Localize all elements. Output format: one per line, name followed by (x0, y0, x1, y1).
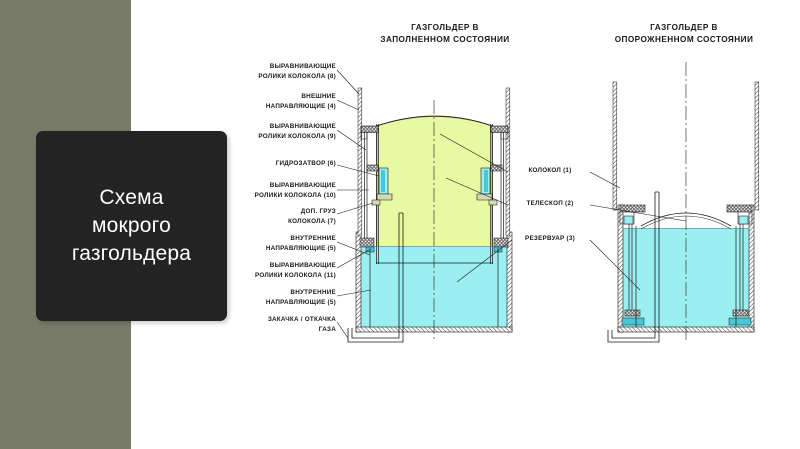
leader-res-left (456, 239, 513, 283)
collar-bracket-right-2 (726, 204, 753, 213)
roller-bracket-8-right (490, 125, 509, 133)
gas-volume (376, 116, 493, 264)
label-outer-guides-4: ВНЕШНИЕ НАПРАВЛЯЮЩИЕ (4) (265, 93, 336, 110)
leader-bell-right (589, 171, 621, 189)
label-inner-guides-5a: ВНУТРЕННИЕ НАПРАВЛЯЮЩИЕ (5) (265, 235, 336, 252)
seal-left-2 (623, 215, 634, 225)
outer-guide-right (505, 87, 511, 237)
leader-lines-left (336, 69, 380, 339)
telescope-cap-right (500, 126, 509, 140)
roller-foot-right-2 (728, 317, 752, 326)
leader-res-right (589, 239, 641, 291)
seal-right-2 (738, 215, 749, 225)
label-inner-guides-5b: ВНУТРЕННИЕ НАПРАВЛЯЮЩИЕ (5) (265, 289, 336, 306)
bell-weight-left (371, 199, 381, 206)
gas-pipe (351, 213, 400, 339)
label-telescope-2: ТЕЛЕСКОП (2) (526, 200, 574, 207)
water-volume-2 (623, 228, 750, 328)
gas-pipe-inner (347, 213, 404, 343)
diagram-emptied (607, 62, 760, 343)
leader-4 (336, 99, 360, 111)
leader-tel-right (589, 204, 687, 222)
page-title: Схема мокрого газгольдера (71, 186, 192, 265)
hydro-seal-right (476, 167, 493, 201)
leader-lines-center (439, 133, 687, 291)
gas-pipe-inner-2 (607, 192, 660, 343)
roller-foot-left-2 (621, 317, 645, 326)
telescope-cap-left (360, 126, 368, 140)
outer-guide-left (357, 87, 363, 237)
roller-bracket-8-left (360, 125, 379, 133)
label-leveling-rollers-9: ВЫРАВНИВАЮЩИЕ РОЛИКИ КОЛОКОЛА (9) (258, 123, 336, 140)
label-leveling-rollers-11: ВЫРАВНИВАЮЩИЕ РОЛИКИ КОЛОКОЛА (11) (255, 262, 336, 279)
label-gas-injection: ЗАКАЧКА / ОТКАЧКА ГАЗА (267, 316, 336, 333)
heading-emptied-state: ГАЗГОЛЬДЕР В ОПОРОЖНЕННОМ СОСТОЯНИИ (614, 23, 754, 45)
collar-bracket-left-2 (619, 204, 646, 213)
outer-guide-right-2 (754, 81, 760, 211)
label-leveling-rollers-10: ВЫРАВНИВАЮЩИЕ РОЛИКИ КОЛОКОЛА (10) (254, 182, 336, 199)
diagram-filled (347, 87, 513, 343)
heading-filled-state: ГАЗГОЛЬДЕР В ЗАПОЛНЕННОМ СОСТОЯНИИ (380, 23, 510, 45)
bell-dome (376, 115, 493, 127)
leader-9 (336, 129, 367, 151)
leader-gas (336, 321, 349, 339)
gas-pipe-2 (611, 192, 656, 339)
leader-tel-left (445, 177, 509, 206)
roller-block-left-2 (624, 309, 641, 317)
bell-weight-right (488, 199, 498, 206)
roller-bracket-9-right (490, 164, 503, 172)
label-extra-weight-7: ДОП. ГРУЗ КОЛОКОЛА (7) (288, 208, 336, 225)
label-hydro-seal-6: ГИДРОЗАТВОР (6) (275, 160, 336, 167)
leader-8 (336, 69, 360, 95)
outer-guide-left-2 (612, 81, 618, 211)
label-bell-1: КОЛОКОЛ (1) (528, 167, 572, 174)
leader-7 (336, 202, 374, 215)
label-leveling-rollers-8: ВЫРАВНИВАЮЩИЕ РОЛИКИ КОЛОКОЛА (8) (258, 63, 336, 80)
leader-5b (336, 289, 372, 297)
leader-bell-left (439, 133, 509, 173)
label-reservoir-3: РЕЗЕРВУАР (3) (525, 235, 575, 242)
roller-block-right-2 (732, 309, 749, 317)
title-card: Схема мокрого газгольдера (36, 131, 227, 321)
leader-6 (336, 164, 380, 177)
leader-11 (336, 249, 370, 269)
roller-bracket-9-left (366, 164, 379, 172)
hydro-seal-left (376, 167, 393, 201)
